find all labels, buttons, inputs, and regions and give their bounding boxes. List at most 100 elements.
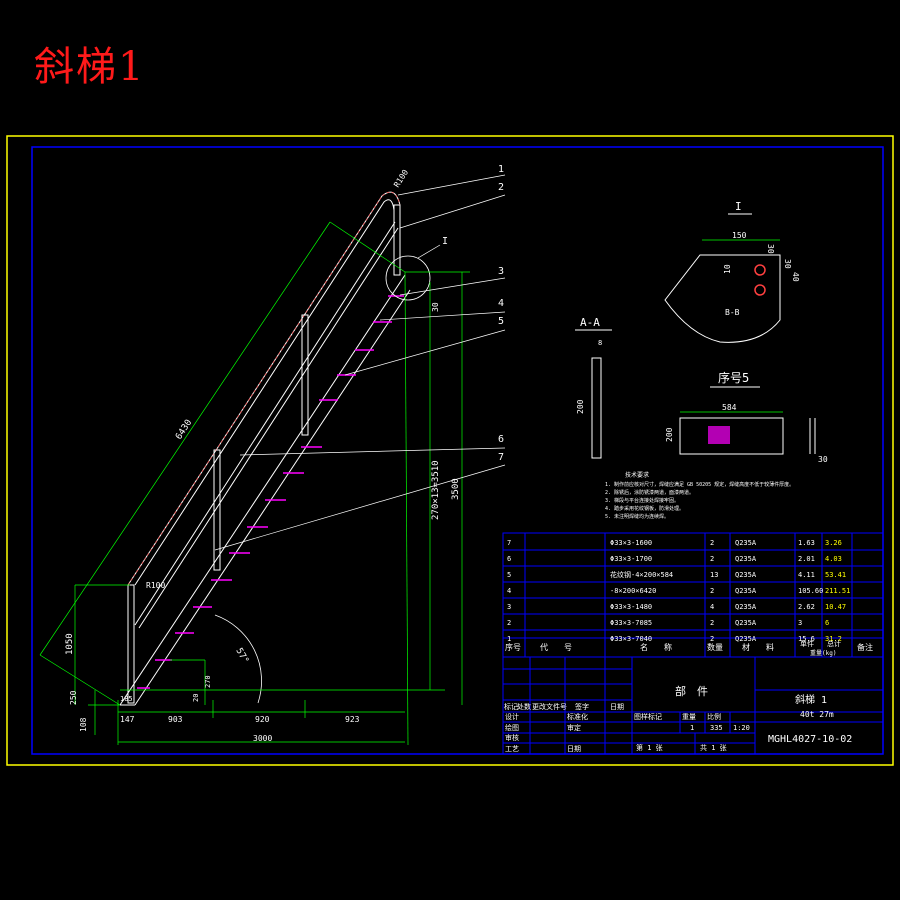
svg-text:工艺: 工艺 (505, 745, 519, 753)
parts-cell-no: 1 (507, 635, 511, 643)
seq5-height: 200 (665, 427, 674, 442)
callout-3: 3 (498, 266, 504, 277)
parts-cell-total: 10.47 (825, 603, 846, 611)
parts-cell-total: 211.51 (825, 587, 850, 595)
parts-cell-name: Φ33×3-1600 (610, 539, 652, 547)
dim-20: 20 (192, 694, 200, 702)
parts-cell-no: 3 (507, 603, 511, 611)
parts-cell-material: Q235A (735, 555, 757, 563)
svg-text:5. 未注明焊缝均为连续焊。: 5. 未注明焊缝均为连续焊。 (605, 513, 669, 520)
parts-cell-unit: 2.62 (798, 603, 815, 611)
title-block: 标记 处数 更改文件号 签字 日期 设计 绘图 审核 工艺 标准化 审定 日期 … (502, 656, 884, 755)
svg-text:标记: 标记 (504, 702, 518, 711)
th-code: 代 号 (540, 642, 572, 652)
svg-text:共 1 张: 共 1 张 (700, 743, 727, 752)
svg-text:签字: 签字 (575, 702, 589, 711)
post-2 (213, 449, 221, 571)
parts-cell-material: Q235A (735, 635, 757, 643)
parts-cell-total: 3.26 (825, 539, 842, 547)
dim-147: 147 (120, 715, 135, 724)
detail-I-10: 10 (723, 264, 732, 274)
dim-top30: 30 (431, 302, 440, 312)
dim-angle: 57° (233, 647, 250, 666)
aa-200: 200 (576, 399, 585, 414)
parts-cell-qty: 13 (710, 571, 718, 579)
svg-text:图样标记: 图样标记 (634, 712, 662, 721)
th-unit: 单件 (800, 639, 814, 648)
dim-bottom-250: 250 (69, 690, 78, 705)
parts-cell-qty: 2 (710, 619, 714, 627)
dim-923: 923 (345, 715, 360, 724)
detail-I-width: 150 (732, 231, 747, 240)
th-total: 总计 (827, 639, 841, 648)
svg-text:1:20: 1:20 (733, 724, 750, 732)
th-no: 序号 (505, 642, 521, 652)
detail-I: I 150 30 10 40 30 B-B (664, 200, 800, 343)
dim-overall: 3000 (253, 734, 272, 743)
svg-text:日期: 日期 (610, 703, 624, 711)
parts-cell-name: -8×200×6420 (610, 587, 656, 595)
aa-8: 8 (598, 339, 602, 347)
svg-text:更改文件号: 更改文件号 (532, 702, 567, 711)
parts-cell-name: Φ33×3-7085 (610, 619, 652, 627)
svg-text:第 1 张: 第 1 张 (636, 743, 663, 752)
technical-notes: 技术要求 1. 制作前应核对尺寸，焊缝应满足 GB 50205 规定，焊缝高度不… (605, 471, 794, 520)
parts-cell-material: Q235A (735, 571, 757, 579)
parts-cell-material: Q235A (735, 539, 757, 547)
page-title: 斜梯1 (34, 44, 146, 90)
parts-cell-qty: 2 (710, 539, 714, 547)
drawing-no: MGHL4027-10-02 (768, 734, 852, 745)
seq5-30: 30 (818, 455, 828, 464)
dimension-lines (39, 221, 470, 746)
svg-text:2. 除锈后，涂防锈漆两道，面漆两道。: 2. 除锈后，涂防锈漆两道，面漆两道。 (605, 489, 694, 496)
post-4 (393, 204, 401, 276)
parts-cell-name: Φ33×3-1480 (610, 603, 652, 611)
th-remark: 备注 (857, 642, 873, 652)
svg-text:设计: 设计 (505, 712, 519, 721)
section-AA-label: A-A (580, 316, 600, 329)
parts-cell-unit: 4.11 (798, 571, 815, 579)
callout-7: 7 (498, 452, 504, 463)
section-AA: A-A 8 200 (575, 316, 612, 459)
seq5-width: 584 (722, 403, 737, 412)
outer-frame (6, 135, 894, 766)
parts-cell-qty: 2 (710, 635, 714, 643)
th-qty: 数量 (707, 642, 723, 652)
post-1 (127, 584, 135, 704)
parts-cell-total: 31.2 (825, 635, 842, 643)
dim-left-height: 1050 (65, 633, 75, 655)
svg-text:4. 踏步采用花纹钢板，防滑处理。: 4. 踏步采用花纹钢板，防滑处理。 (605, 505, 684, 512)
seq5-detail: 序号5 584 200 30 (665, 370, 828, 464)
part-label: 部 件 (675, 684, 708, 698)
parts-cell-no: 2 (507, 619, 511, 627)
stringer-lower (119, 274, 406, 706)
parts-cell-no: 4 (507, 587, 511, 595)
parts-cell-unit: 2.01 (798, 555, 815, 563)
parts-cell-name: Φ33×3-7040 (610, 635, 652, 643)
dim-r100b: R100 (146, 581, 165, 590)
parts-cell-name: Φ33×3-1700 (610, 555, 652, 563)
th-name: 名 称 (640, 642, 672, 652)
seq5-label: 序号5 (718, 370, 749, 385)
parts-cell-total: 4.03 (825, 555, 842, 563)
callout-2: 2 (498, 182, 504, 193)
svg-text:1. 制作前应核对尺寸，焊缝应满足 GB 50205 规定，: 1. 制作前应核对尺寸，焊缝应满足 GB 50205 规定，焊缝高度不低于较薄件… (605, 481, 794, 488)
svg-text:比例: 比例 (707, 712, 721, 721)
svg-text:标准化: 标准化 (567, 712, 588, 721)
parts-cell-qty: 4 (710, 603, 714, 611)
dim-stair-length: 6430 (174, 418, 194, 442)
parts-cell-name: 花纹钢-4×200×584 (610, 570, 673, 579)
svg-text:B-B: B-B (725, 308, 740, 317)
parts-cell-unit: 1.63 (798, 539, 815, 547)
th-mass: 重量(kg) (810, 649, 836, 657)
svg-text:1: 1 (690, 724, 694, 732)
svg-text:处数: 处数 (517, 702, 531, 711)
drawing-spec: 40t 27m (800, 710, 834, 719)
handrail (127, 191, 401, 586)
th-material: 材 料 (742, 642, 774, 652)
svg-text:日期: 日期 (567, 745, 581, 753)
stair-elevation (119, 191, 431, 706)
detail-I-label: I (735, 200, 742, 213)
dim-height-total: 3500 (451, 478, 461, 500)
svg-text:审定: 审定 (567, 723, 581, 732)
